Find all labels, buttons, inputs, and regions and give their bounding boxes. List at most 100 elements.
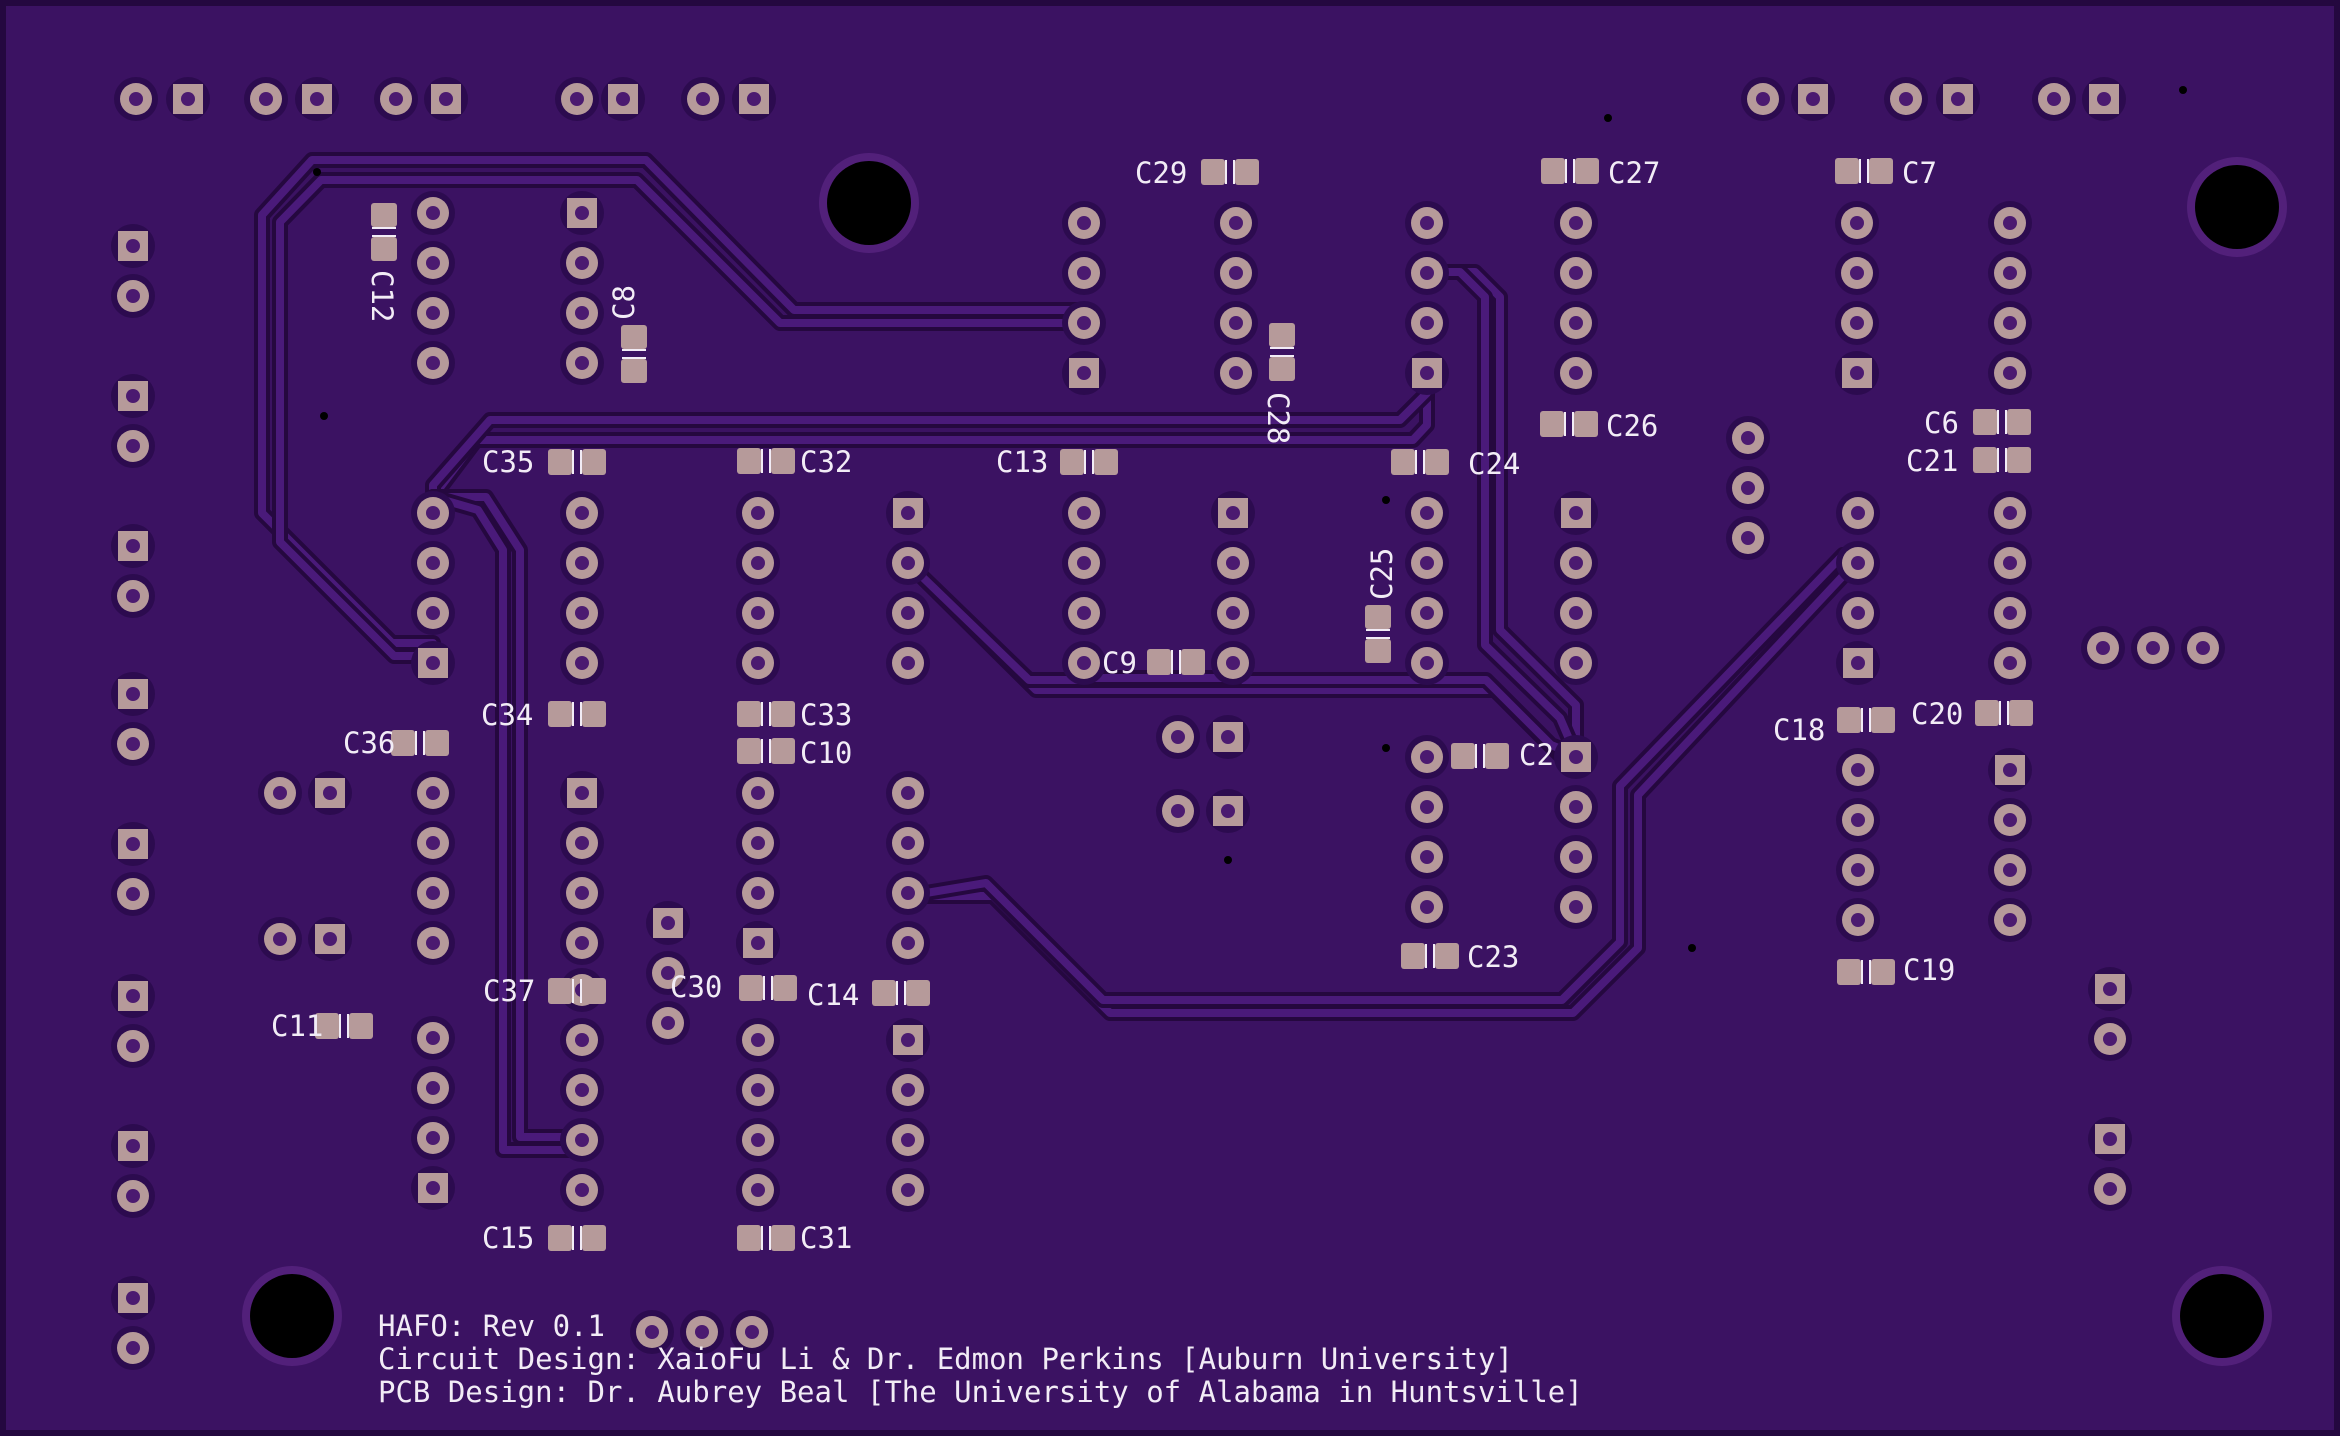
pad-drill — [2003, 656, 2017, 670]
pad-drill — [575, 1133, 589, 1147]
label-c33: C33 — [800, 698, 852, 732]
capacitor-pad — [1837, 707, 1861, 733]
capacitor-pad — [1835, 158, 1859, 184]
pad-drill — [323, 786, 337, 800]
pad-drill — [575, 506, 589, 520]
label-c12: C12 — [365, 270, 399, 322]
pad-drill — [1850, 266, 1864, 280]
copper-trace — [429, 493, 586, 1154]
pad-drill — [126, 439, 140, 453]
pad-drill — [1569, 900, 1583, 914]
pad-drill — [1420, 900, 1434, 914]
pad-drill — [126, 389, 140, 403]
copper-trace — [904, 551, 1860, 1004]
pad-drill — [126, 589, 140, 603]
pad-drill — [2096, 641, 2110, 655]
pad-drill — [616, 92, 630, 106]
pad-drill — [1569, 506, 1583, 520]
label-c9: C9 — [1102, 646, 1137, 680]
label-c25: C25 — [1365, 548, 1399, 600]
capacitor-pad — [425, 730, 449, 756]
capacitor-pad — [371, 203, 397, 227]
copper-trace — [258, 156, 1092, 667]
label-c28: C28 — [1261, 392, 1295, 444]
pad-drill — [575, 1183, 589, 1197]
capacitor-pad — [1269, 357, 1295, 381]
capacitor-pad — [771, 448, 795, 474]
label-c30: C30 — [670, 970, 722, 1004]
pad-drill — [1229, 366, 1243, 380]
pad-drill — [1229, 316, 1243, 330]
label-c24: C24 — [1468, 447, 1520, 481]
pad-drill — [2003, 863, 2017, 877]
pad-drill — [751, 556, 765, 570]
pad-drill — [575, 786, 589, 800]
label-c23: C23 — [1467, 940, 1519, 974]
pad-drill — [426, 1081, 440, 1095]
component-pads — [111, 77, 2225, 1370]
label-c31: C31 — [800, 1221, 852, 1255]
pad-drill — [1741, 531, 1755, 545]
pad-drill — [2003, 366, 2017, 380]
pad-drill — [1569, 800, 1583, 814]
capacitor-pad — [1435, 943, 1459, 969]
capacitor-pad — [1575, 158, 1599, 184]
pad-drill — [126, 1139, 140, 1153]
pad-drill — [1851, 506, 1865, 520]
pad-drill — [901, 1083, 915, 1097]
pad-drill — [1569, 606, 1583, 620]
pad-drill — [901, 606, 915, 620]
capacitor-pad — [1837, 959, 1861, 985]
circuit-design-credit: Circuit Design: XaioFu Li & Dr. Edmon Pe… — [378, 1342, 1513, 1376]
capacitor-pad — [1451, 743, 1475, 769]
pad-drill — [1756, 92, 1770, 106]
pad-drill — [751, 1183, 765, 1197]
pad-drill — [1420, 316, 1434, 330]
pad-drill — [1226, 656, 1240, 670]
pad-drill — [1226, 556, 1240, 570]
pad-drill — [1420, 366, 1434, 380]
pad-drill — [1851, 556, 1865, 570]
label-c19: C19 — [1903, 953, 1955, 987]
pad-drill — [751, 786, 765, 800]
pad-drill — [426, 886, 440, 900]
pad-drill — [695, 1325, 709, 1339]
pad-drill — [1420, 556, 1434, 570]
capacitor-pad — [548, 701, 572, 727]
label-c21: C21 — [1906, 444, 1958, 478]
pad-drill — [751, 1033, 765, 1047]
pad-drill — [1851, 863, 1865, 877]
pad-drill — [2097, 92, 2111, 106]
pad-drill — [273, 932, 287, 946]
capacitor-pad — [737, 1225, 761, 1251]
pad-drill — [747, 92, 761, 106]
pad-drill — [751, 506, 765, 520]
pad-drill — [323, 932, 337, 946]
capacitor-pad — [621, 325, 647, 349]
pad-drill — [575, 1083, 589, 1097]
capacitor-pad — [2009, 700, 2033, 726]
pad-drill — [2103, 982, 2117, 996]
pad-drill — [1077, 266, 1091, 280]
pad-drill — [1569, 366, 1583, 380]
pad-drill — [1851, 913, 1865, 927]
pad-drill — [126, 539, 140, 553]
pad-drill — [426, 256, 440, 270]
pad-drill — [661, 966, 675, 980]
pad-drill — [126, 289, 140, 303]
pad-drill — [2003, 316, 2017, 330]
pad-drill — [126, 1341, 140, 1355]
pad-drill — [1420, 750, 1434, 764]
pad-drill — [1569, 216, 1583, 230]
pad-drill — [1077, 606, 1091, 620]
pad-drill — [751, 1133, 765, 1147]
pad-drill — [661, 1016, 675, 1030]
pad-drill — [2146, 641, 2160, 655]
label-c20: C20 — [1911, 697, 1963, 731]
capacitor-pad — [872, 980, 896, 1006]
capacitor-pad — [391, 730, 415, 756]
pad-drill — [575, 886, 589, 900]
via-dot — [1382, 496, 1390, 504]
pad-drill — [575, 306, 589, 320]
pad-drill — [1221, 804, 1235, 818]
